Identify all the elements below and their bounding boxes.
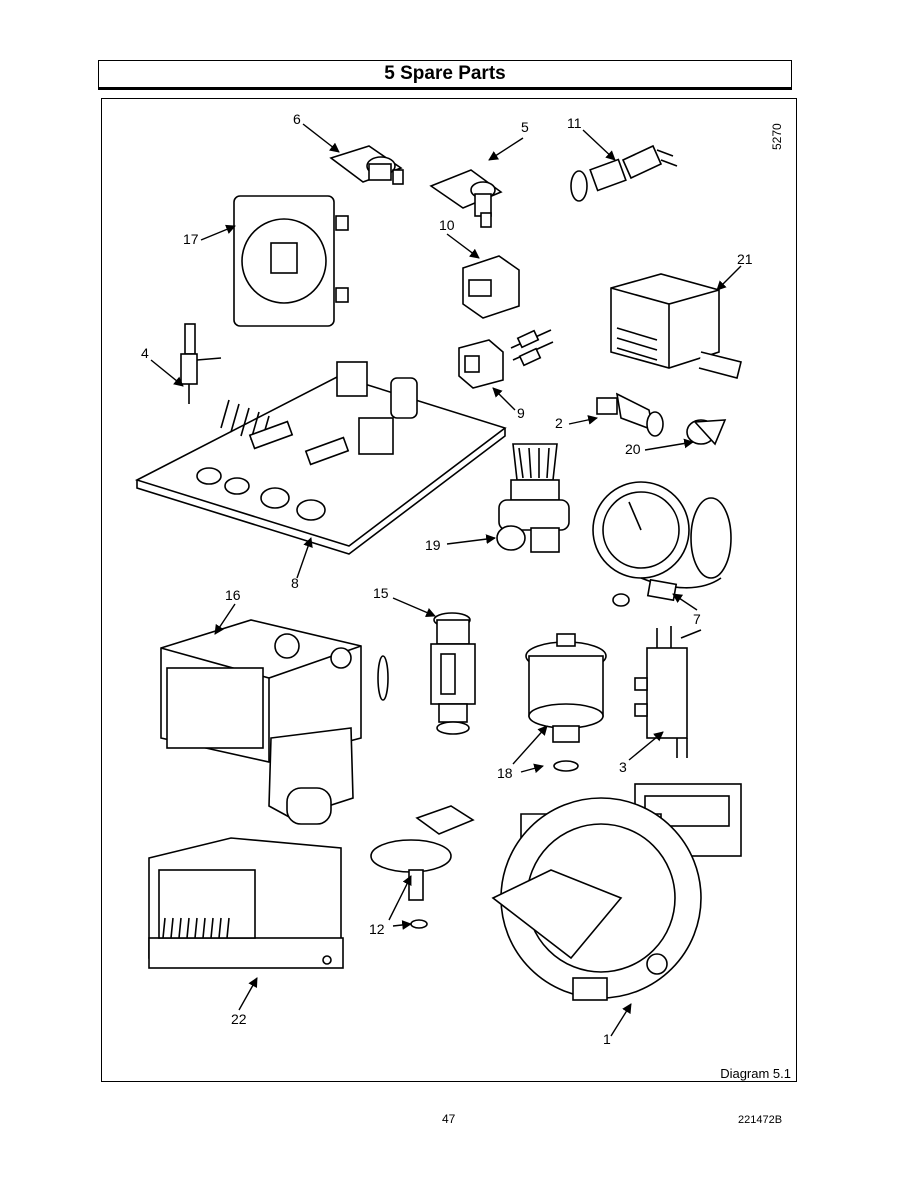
- callout-19: 19: [425, 537, 441, 553]
- page-number: 47: [442, 1112, 456, 1126]
- callout-10: 10: [439, 217, 455, 233]
- callout-4: 4: [141, 345, 149, 361]
- callout-1: 1: [603, 1031, 611, 1047]
- diagram-caption: Diagram 5.1: [720, 1066, 791, 1081]
- callout-22: 22: [231, 1011, 247, 1027]
- callout-arrows: [150, 123, 742, 1037]
- callout-9: 9: [517, 405, 525, 421]
- diagram-frame: [101, 98, 797, 1082]
- callout-15: 12: [369, 921, 385, 937]
- part-8-pcb: [134, 361, 507, 555]
- part-22-pcb-cover: [148, 837, 344, 969]
- part-2-sensor: [596, 392, 664, 437]
- callout-20: 20: [625, 441, 641, 457]
- callout-3: 3: [619, 759, 627, 775]
- callout-21: 21: [737, 251, 753, 267]
- part-3-electrode-assembly: [634, 626, 702, 758]
- part-7-gauge: [592, 481, 732, 607]
- part-9-switch: [458, 329, 554, 389]
- part-5-thermostat: [429, 169, 503, 228]
- section-header: 5 Spare Parts: [98, 60, 792, 90]
- part-12-flow-switch: [430, 612, 476, 735]
- callout-8: 8: [291, 575, 299, 591]
- callout-2: 2: [555, 415, 563, 431]
- callout-17: 17: [183, 231, 199, 247]
- callout-18: 18: [497, 765, 513, 781]
- callout-6: 6: [293, 111, 301, 127]
- part-18-air-vent: [525, 633, 607, 772]
- part-21-transformer: [610, 273, 742, 379]
- callout-11: 11: [567, 115, 582, 131]
- part-20-filter: [686, 419, 727, 446]
- part-1-fan: [491, 783, 742, 1001]
- callout-5: 5: [521, 119, 529, 135]
- part-15-pressure-switch: [370, 805, 475, 929]
- part-11-sensor: [570, 144, 678, 202]
- callout-12: 15: [373, 585, 389, 601]
- part-6-thermostat: [329, 145, 404, 185]
- spare-parts-illustration: 6 5 11 17 10 21 4 9 2 20 19 8 15 7 16 18…: [134, 111, 753, 1047]
- section-title: 5 Spare Parts: [384, 63, 506, 84]
- part-10-switch: [462, 255, 520, 319]
- part-17-pressure-switch: [233, 195, 349, 327]
- part-4-electrode: [180, 323, 222, 404]
- part-19-relief-valve: [496, 443, 570, 553]
- document-code: 221472B: [738, 1114, 783, 1126]
- callout-7: 7: [693, 611, 701, 627]
- callout-16: 16: [225, 587, 241, 603]
- part-16-gas-valve: [160, 619, 389, 825]
